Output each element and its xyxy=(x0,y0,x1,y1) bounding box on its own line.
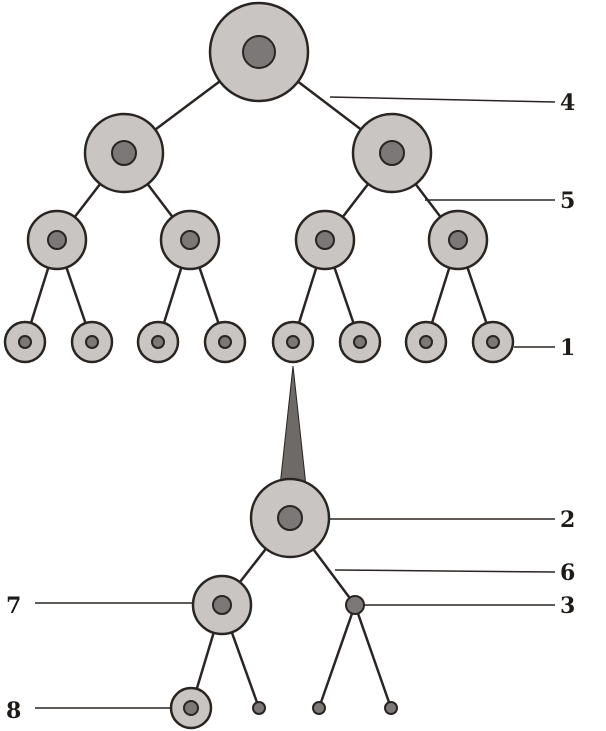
edge-line xyxy=(317,604,357,709)
node-l2 xyxy=(70,320,114,364)
node-m2 xyxy=(252,701,266,715)
node-inner-circle xyxy=(345,595,365,615)
node-m4 xyxy=(384,701,398,715)
node-inner-circle xyxy=(286,335,300,349)
node-l8 xyxy=(471,320,515,364)
label-5: 5 xyxy=(560,188,575,214)
leader-line xyxy=(334,569,556,573)
node-inner-circle xyxy=(180,230,200,250)
node-inner-circle xyxy=(85,335,99,349)
node-inner-circle xyxy=(212,595,232,615)
node-a2 xyxy=(159,209,221,271)
node-b xyxy=(351,112,433,194)
node-inner-circle xyxy=(151,335,165,349)
node-inner-circle xyxy=(218,335,232,349)
node-l1 xyxy=(3,320,47,364)
label-6: 6 xyxy=(560,560,575,586)
node-a xyxy=(83,112,165,194)
node-inner-circle xyxy=(18,335,32,349)
node-m1 xyxy=(169,686,213,730)
label-3: 3 xyxy=(560,593,575,619)
node-inner-circle xyxy=(252,701,266,715)
node-n7 xyxy=(191,574,253,636)
label-4: 4 xyxy=(560,90,575,116)
node-n3 xyxy=(345,595,365,615)
node-a1 xyxy=(26,209,88,271)
node-l4 xyxy=(203,320,247,364)
node-root xyxy=(208,1,310,103)
node-l5 xyxy=(271,320,315,364)
node-inner-circle xyxy=(448,230,468,250)
node-inner-circle xyxy=(379,140,405,166)
node-inner-circle xyxy=(242,35,276,69)
node-inner-circle xyxy=(312,701,326,715)
node-inner-circle xyxy=(486,335,500,349)
node-l3 xyxy=(136,320,180,364)
label-1: 1 xyxy=(560,335,575,361)
zoom-connector xyxy=(279,365,307,487)
node-b2 xyxy=(427,209,489,271)
node-inner-circle xyxy=(111,140,137,166)
node-inner-circle xyxy=(384,701,398,715)
node-inner-circle xyxy=(47,230,67,250)
node-inner-circle xyxy=(419,335,433,349)
node-inner-circle xyxy=(353,335,367,349)
label-7: 7 xyxy=(6,593,21,619)
node-l7 xyxy=(404,320,448,364)
node-inner-circle xyxy=(315,230,335,250)
node-n2 xyxy=(249,477,331,559)
node-inner-circle xyxy=(277,505,303,531)
node-inner-circle xyxy=(183,700,199,716)
leader-line xyxy=(329,96,556,103)
label-2: 2 xyxy=(560,507,575,533)
node-b1 xyxy=(294,209,356,271)
edge-line xyxy=(353,604,393,709)
node-m3 xyxy=(312,701,326,715)
label-8: 8 xyxy=(6,698,21,724)
leader-lines xyxy=(35,96,556,709)
node-l6 xyxy=(338,320,382,364)
nodes xyxy=(3,1,515,730)
